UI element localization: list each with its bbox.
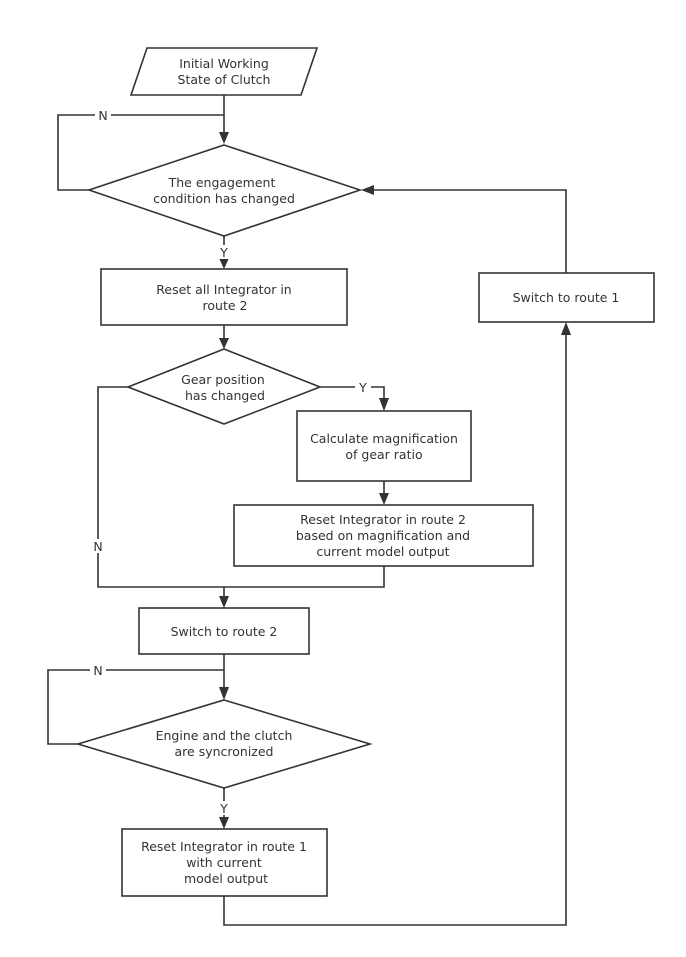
edge-reset1-to-switch1 bbox=[223, 330, 567, 926]
start-parallelogram bbox=[129, 47, 319, 96]
start-label-line-2: State of Clutch bbox=[178, 72, 271, 87]
arrowhead bbox=[219, 596, 229, 608]
reset-route2-box bbox=[233, 504, 534, 567]
reset-route1-label-line-3: model output bbox=[184, 871, 268, 886]
switch1-label: Switch to route 1 bbox=[513, 290, 620, 305]
sync-diamond bbox=[75, 699, 373, 789]
edge-engagement-no-loop bbox=[57, 114, 224, 191]
arrowhead bbox=[361, 185, 374, 195]
edge-gear-yes bbox=[320, 386, 385, 403]
edge-labels: N Y Y N N Y bbox=[90, 108, 371, 816]
reset-route1-box bbox=[121, 828, 328, 897]
calc-label-line-1: Calculate magnification bbox=[310, 431, 458, 446]
engagement-label-line-1: The engagement bbox=[168, 175, 276, 190]
sync-label-line-2: are syncronized bbox=[175, 744, 274, 759]
arrowhead bbox=[219, 687, 229, 700]
calc-box bbox=[296, 410, 472, 482]
switch2-label: Switch to route 2 bbox=[171, 624, 278, 639]
sync-label-line-1: Engine and the clutch bbox=[156, 728, 293, 743]
node-start: Initial Working State of Clutch bbox=[129, 47, 319, 96]
arrowhead bbox=[219, 258, 229, 269]
node-reset-route1: Reset Integrator in route 1 with current… bbox=[121, 828, 328, 897]
arrowhead bbox=[379, 493, 389, 505]
reset-route2-label-line-3: current model output bbox=[316, 544, 449, 559]
switch1-box bbox=[478, 272, 655, 323]
sync-yes-label: Y bbox=[219, 801, 228, 816]
node-engagement-decision: The engagement condition has changed bbox=[86, 144, 363, 237]
reset-all-label-line-2: route 2 bbox=[203, 298, 248, 313]
engagement-diamond bbox=[86, 144, 363, 237]
arrowhead bbox=[379, 398, 389, 411]
arrowhead bbox=[219, 132, 229, 144]
edge-switch1-to-engagement bbox=[370, 189, 567, 273]
gear-yes-label: Y bbox=[358, 380, 367, 395]
gear-diamond bbox=[125, 348, 323, 425]
engagement-label-line-2: condition has changed bbox=[153, 191, 295, 206]
arrowhead bbox=[219, 338, 229, 349]
node-reset-route2: Reset Integrator in route 2 based on mag… bbox=[233, 504, 534, 567]
start-label-line-1: Initial Working bbox=[179, 56, 269, 71]
node-calc: Calculate magnification of gear ratio bbox=[296, 410, 472, 482]
gear-no-label: N bbox=[93, 539, 102, 554]
reset-all-label-line-1: Reset all Integrator in bbox=[156, 282, 291, 297]
flow-edges bbox=[47, 95, 571, 926]
sync-no-label: N bbox=[93, 663, 102, 678]
node-gear-decision: Gear position has changed bbox=[125, 348, 323, 425]
node-switch1: Switch to route 1 bbox=[478, 272, 655, 323]
node-reset-all: Reset all Integrator in route 2 bbox=[100, 268, 348, 326]
node-sync-decision: Engine and the clutch are syncronized bbox=[75, 699, 373, 789]
calc-label-line-2: of gear ratio bbox=[345, 447, 422, 462]
arrowhead bbox=[219, 817, 229, 829]
reset-route1-label-line-2: with current bbox=[186, 855, 262, 870]
switch2-box bbox=[138, 607, 310, 655]
node-switch2: Switch to route 2 bbox=[138, 607, 310, 655]
reset-all-box bbox=[100, 268, 348, 326]
engagement-no-label: N bbox=[98, 108, 107, 123]
edge-sync-no-loop bbox=[47, 669, 224, 745]
gear-label-line-1: Gear position bbox=[181, 372, 265, 387]
reset-route2-label-line-2: based on magnification and bbox=[296, 528, 470, 543]
reset-route2-label-line-1: Reset Integrator in route 2 bbox=[300, 512, 466, 527]
engagement-yes-label: Y bbox=[219, 245, 228, 260]
reset-route1-label-line-1: Reset Integrator in route 1 bbox=[141, 839, 307, 854]
edge-reset2-to-merge bbox=[224, 566, 385, 588]
edge-gear-no bbox=[97, 386, 224, 588]
arrowhead bbox=[561, 322, 571, 335]
gear-label-line-2: has changed bbox=[185, 388, 265, 403]
